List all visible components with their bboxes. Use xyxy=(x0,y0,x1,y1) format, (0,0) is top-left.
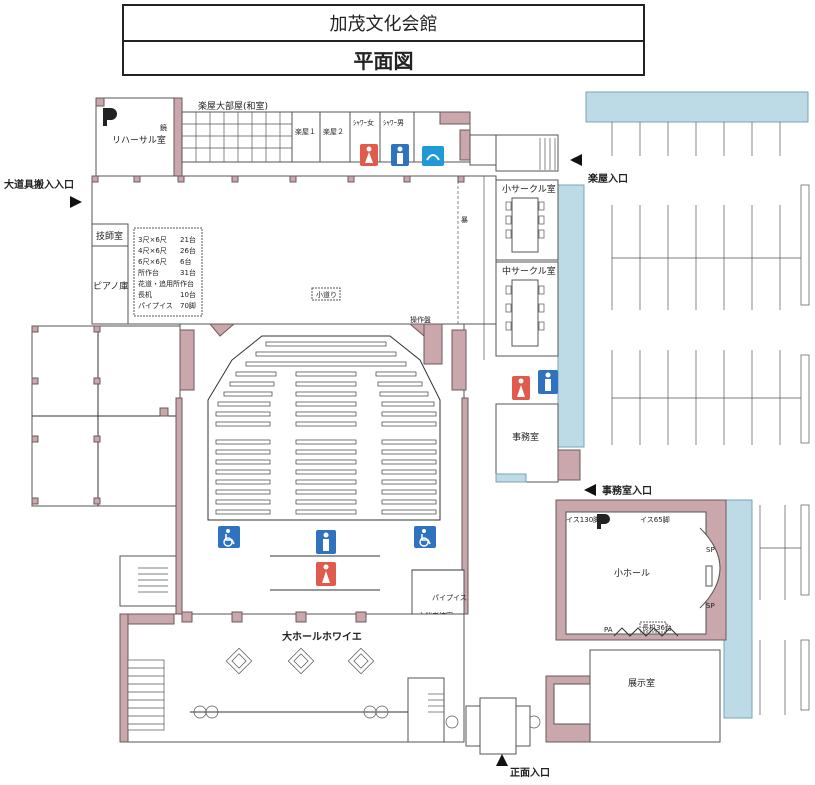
backstage-block: リハーサル室 鏡 楽屋大部屋(和室) 楽屋１ 楽屋２ ｼｬﾜｰ女 ｼｬﾜｰ男 xyxy=(95,97,559,179)
male-restroom-icon xyxy=(538,370,558,394)
male-restroom-icon xyxy=(316,530,336,554)
office-label: 事務室 xyxy=(512,431,539,443)
small-circle-room-label: 小サークル室 xyxy=(502,183,556,195)
tables-label: 長机36台 xyxy=(642,623,672,632)
screen-label: 暴 xyxy=(461,216,468,224)
tech-room-label: 技師室 xyxy=(96,230,123,242)
accessible-icon xyxy=(414,526,436,548)
inventory-qty-4: 31台 xyxy=(180,268,196,277)
shower-icon xyxy=(422,146,444,166)
equipment-entrance-arrow xyxy=(70,196,82,208)
walkway-strip-lower xyxy=(723,499,753,719)
middle-circle-room-label: 中サークル室 xyxy=(502,265,556,277)
exhibition-room-label: 展示室 xyxy=(628,677,655,689)
parking-top-strip xyxy=(585,91,809,123)
main-entrance-label: 正面入口 xyxy=(510,767,550,779)
title-box: 加茂文化会館 平面図 xyxy=(122,4,645,76)
female-restroom-icon xyxy=(512,376,530,400)
speaker-label-bottom: SP xyxy=(706,602,715,610)
props-label: 小道り xyxy=(316,290,337,299)
dressing-entrance-label: 楽屋入口 xyxy=(587,172,628,185)
right-rooms: 小サークル室 中サークル室 事務室 xyxy=(495,179,581,483)
rehearsal-room-label: リハーサル室 xyxy=(112,134,166,146)
operation-panel-label: 操作盤 xyxy=(410,315,431,324)
inventory-list: 3尺×6尺 21台 4尺×6尺 26台 6尺×6尺 6台 所作台 31台 花道・… xyxy=(133,227,203,317)
inventory-qty-1: 21台 xyxy=(180,235,196,244)
inventory-item-4: 所作台 xyxy=(138,268,159,277)
inventory-qty-7: 70脚 xyxy=(180,301,196,310)
dressing-entrance-arrow xyxy=(570,154,582,166)
speaker-label-top: SP xyxy=(706,546,715,554)
chairs-65-label: イス65脚 xyxy=(640,515,670,524)
inventory-item-3: 6尺×6尺 xyxy=(138,258,167,266)
inventory-item-5: 花道・追用所作台 xyxy=(138,279,194,288)
pipe-chairs-label: パイプイス xyxy=(432,594,467,602)
female-restroom-icon xyxy=(316,562,336,586)
facility-name: 加茂文化会館 xyxy=(124,6,643,42)
big-dressing-room-label: 楽屋大部屋(和室) xyxy=(198,100,268,112)
foyer-sofas xyxy=(225,647,375,675)
chairs-130-label: イス130脚 xyxy=(566,515,600,524)
piano-room-label: ピアノ庫 xyxy=(93,280,128,292)
shower-male-label: ｼｬﾜｰ男 xyxy=(383,119,404,127)
main-hall: 操作盤 xyxy=(175,315,469,623)
equipment-entrance-label: 大道具搬入入口 xyxy=(4,178,74,191)
accessible-icon xyxy=(218,526,240,548)
inventory-item-1: 3尺×6尺 xyxy=(138,236,167,244)
foyer: 大ホールホワイエ xyxy=(119,611,541,755)
male-restroom-icon xyxy=(391,144,409,166)
parking-lot xyxy=(557,91,810,719)
inventory-item-2: 4尺×6尺 xyxy=(138,247,167,255)
dressing-room-2-label: 楽屋２ xyxy=(323,127,344,136)
pa-label: PA xyxy=(604,626,613,634)
inventory-qty-2: 26台 xyxy=(180,246,196,255)
office-entrance-arrow xyxy=(584,484,596,496)
entrance-markers: 大道具搬入入口 楽屋入口 事務室入口 正面入口 xyxy=(4,154,652,779)
walkway-strip-upper xyxy=(557,184,585,448)
small-hall: 小ホール イス130脚 イス65脚 SP SP PA 長机36台 xyxy=(555,499,727,641)
left-wing xyxy=(31,325,185,607)
exhibition-room: 展示室 xyxy=(545,649,721,743)
main-entrance-arrow xyxy=(496,754,508,766)
seating xyxy=(215,341,437,515)
plan-title: 平面図 xyxy=(353,48,414,73)
female-restroom-icon xyxy=(360,144,378,166)
inventory-qty-3: 6台 xyxy=(180,257,191,266)
small-hall-label: 小ホール xyxy=(614,568,650,579)
dressing-room-1-label: 楽屋１ xyxy=(295,127,316,136)
inventory-item-6: 長机 xyxy=(138,290,152,299)
office-entrance-label: 事務室入口 xyxy=(602,484,652,497)
inventory-item-7: パイプイス xyxy=(138,302,173,310)
foyer-label: 大ホールホワイエ xyxy=(282,630,362,643)
shower-female-label: ｼｬﾜｰ女 xyxy=(353,118,374,127)
side-rooms: 技師室 ピアノ庫 xyxy=(91,223,129,325)
inventory-qty-6: 10台 xyxy=(180,290,196,299)
mirror-label: 鏡 xyxy=(160,123,167,132)
